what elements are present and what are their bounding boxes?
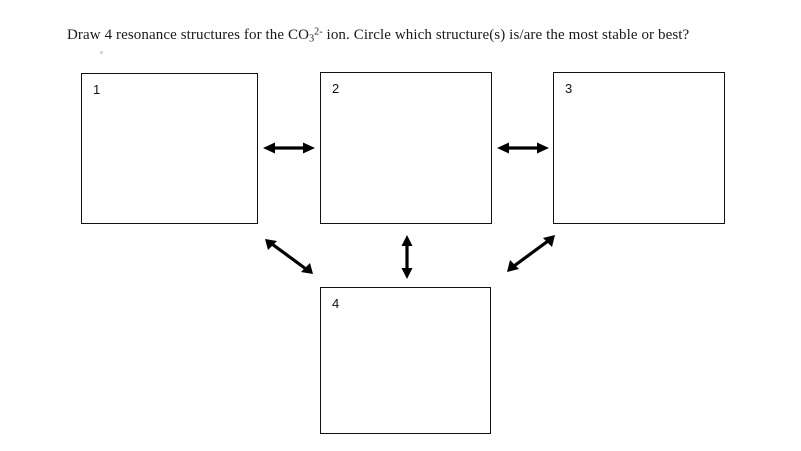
structure-box-2[interactable]: 2 [320,72,492,224]
structure-box-2-label: 2 [332,81,340,96]
prompt-lead-text: Draw 4 resonance structures for the CO [67,27,310,43]
resonance-arrow-2-4 [401,235,413,279]
resonance-arrow-3-4 [507,235,555,272]
question-prompt: Draw 4 resonance structures for the CO32… [67,26,689,45]
prompt-tail-text: ion. Circle which structure(s) is/are th… [322,27,690,43]
formula-subscript: 3 [309,33,315,45]
resonance-arrow-2-3 [497,142,549,154]
structure-box-1[interactable]: 1 [81,73,258,224]
structure-box-1-label: 1 [93,82,101,97]
structure-box-3[interactable]: 3 [553,72,725,224]
resonance-arrow-1-4 [265,239,313,274]
structure-box-4-label: 4 [332,296,340,311]
formula-superscript: 2- [314,26,323,38]
structure-box-3-label: 3 [565,81,573,96]
structure-box-4[interactable]: 4 [320,287,491,434]
scan-artifact-speck [100,51,103,54]
resonance-arrow-1-2 [263,142,315,154]
